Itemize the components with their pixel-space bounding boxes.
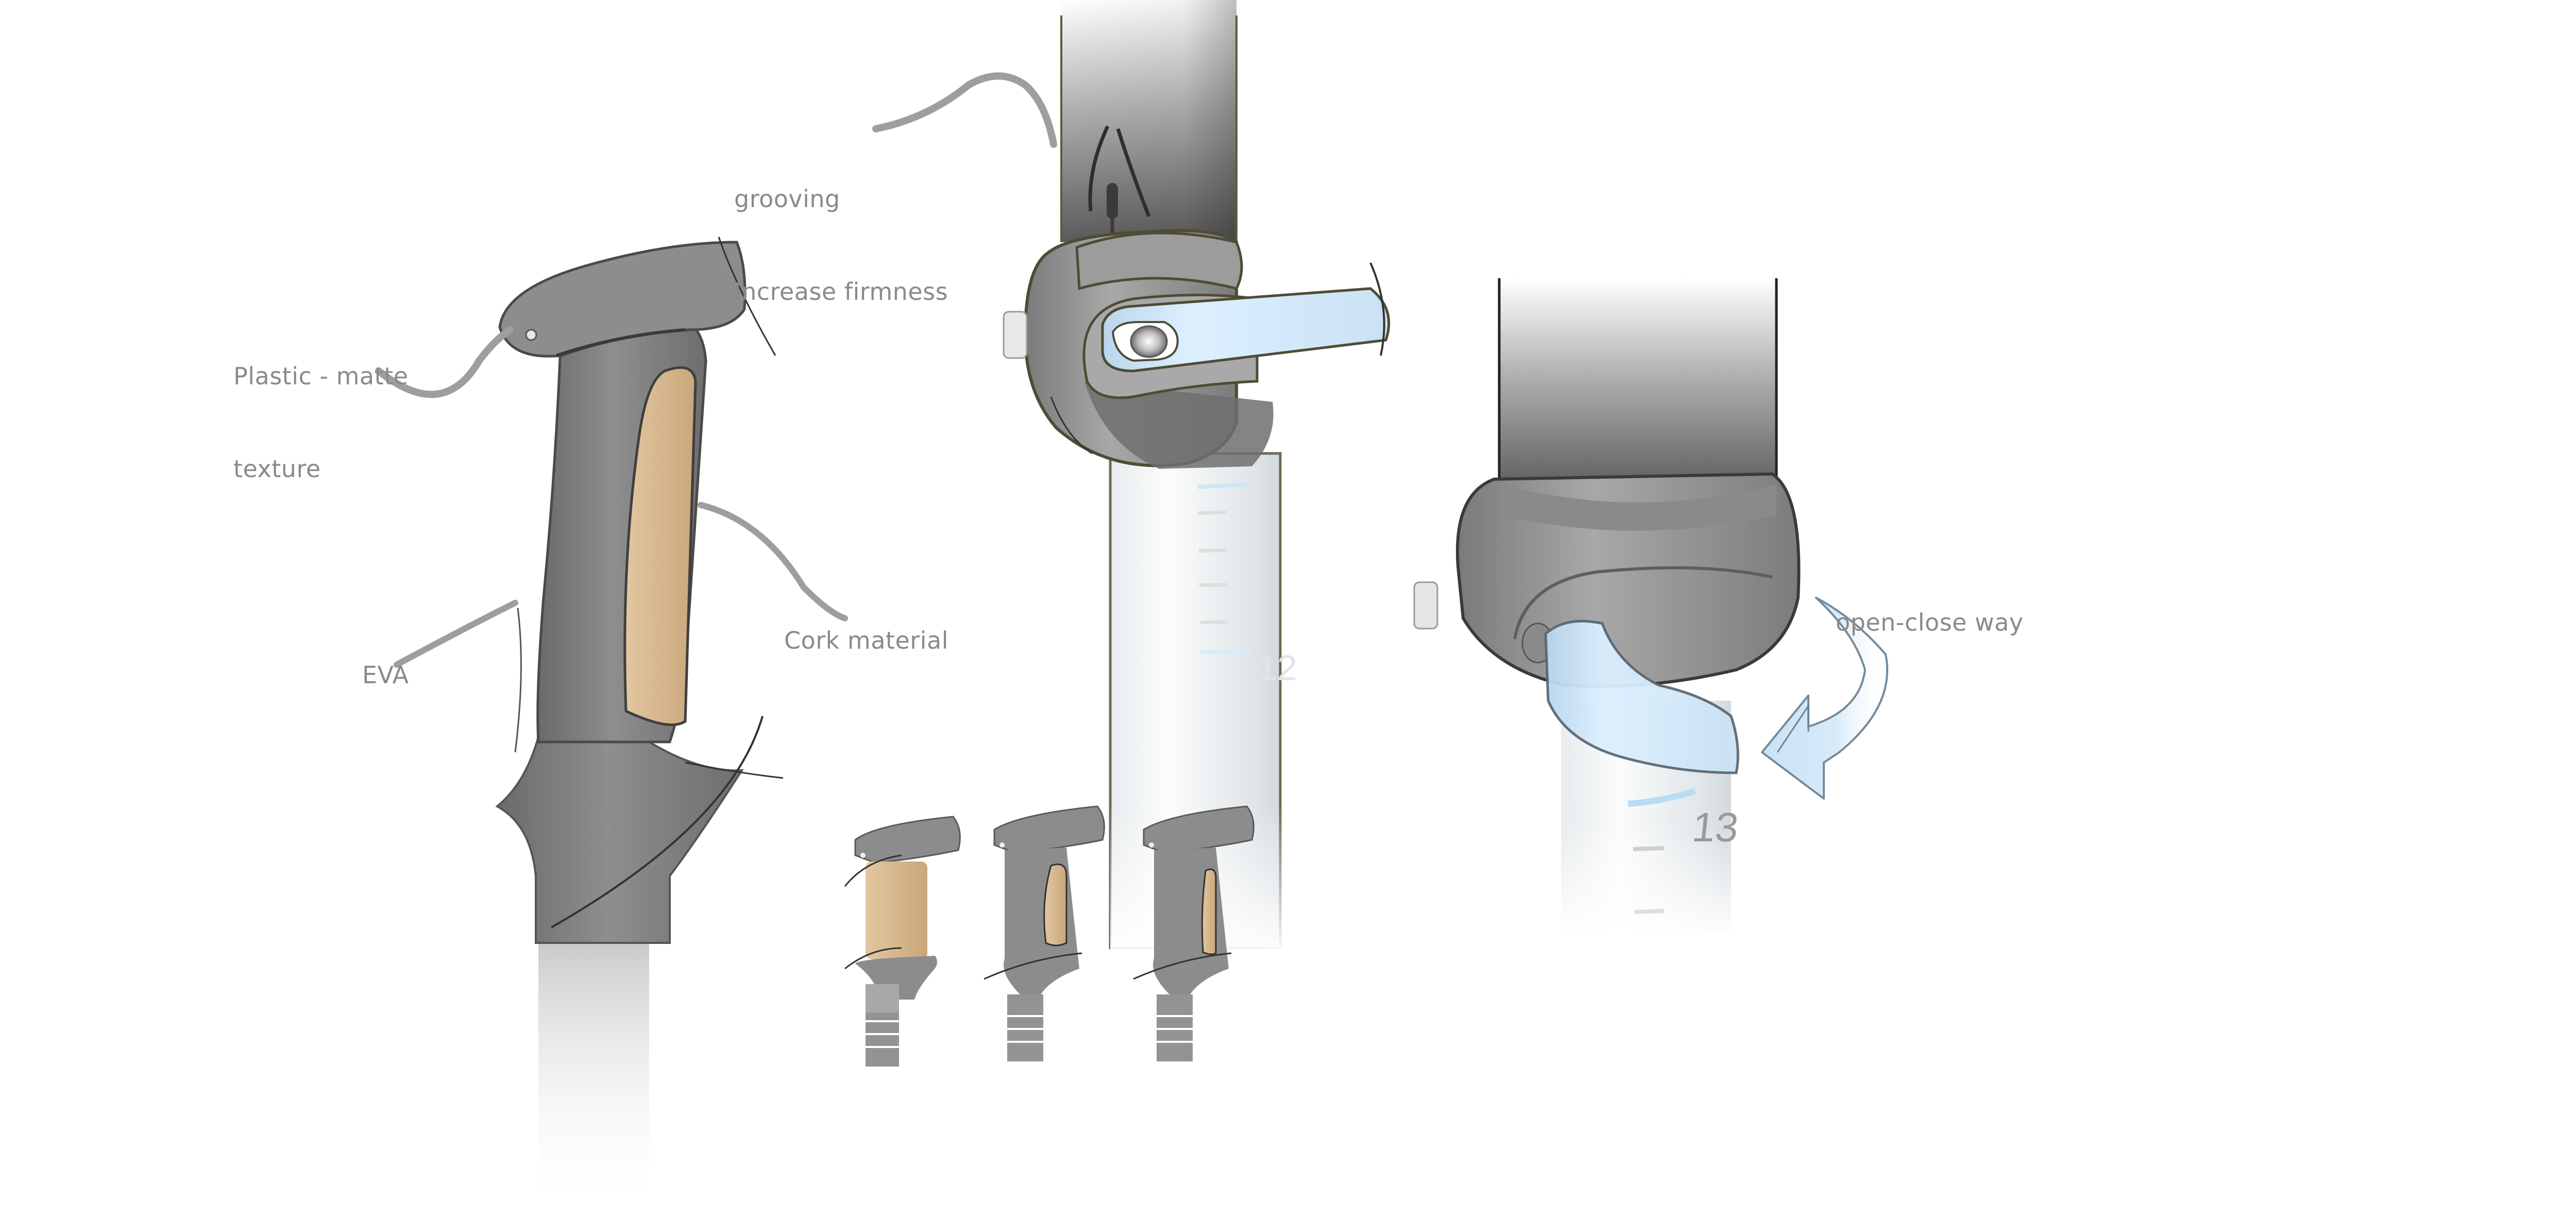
scale-number-13: 13: [1690, 804, 1741, 850]
plastic-label: Plastic - matte texture: [233, 299, 409, 515]
cork-material-label: Cork material: [784, 627, 948, 654]
lever-lock-closed-illustration: 12: [1003, 0, 1391, 958]
grooving-label: grooving Increase firmness: [734, 122, 948, 338]
callout-grooving: [872, 72, 1057, 148]
callout-eva: [394, 600, 518, 668]
callout-cork: [698, 502, 848, 621]
callout-plastic: [375, 326, 514, 398]
grip-variant-full-cork: [844, 816, 961, 1067]
eva-label: EVA: [362, 661, 409, 689]
grip-variant-narrow-cork: [1133, 805, 1255, 1061]
large-grip-illustration: [495, 236, 784, 1216]
scale-number-faint: 12: [1257, 648, 1297, 688]
plastic-label-line1: Plastic - matte: [233, 362, 409, 390]
grooving-label-line2: Increase firmness: [734, 278, 948, 306]
lever-lock-open-illustration: [1413, 278, 1888, 938]
grip-variant-side-cork: [984, 805, 1105, 1061]
grooving-label-line1: grooving: [734, 185, 840, 213]
open-close-way-label: open-close way: [1836, 608, 2024, 636]
plastic-label-line2: texture: [233, 455, 321, 483]
